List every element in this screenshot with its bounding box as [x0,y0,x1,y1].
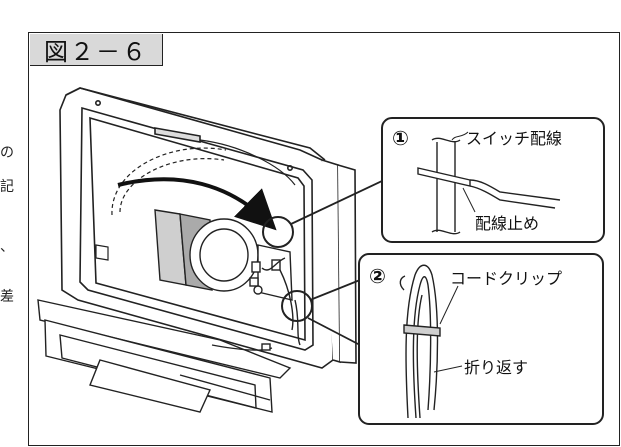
leader-line-1 [290,179,385,225]
label-switch-wiring: スイッチ配線 [466,129,563,148]
direction-arrow [117,177,277,231]
inner-arc [199,139,296,186]
margin-char-1: の [0,145,14,161]
label-fold-back: 折り返す [464,358,529,377]
motor-assembly [154,209,301,346]
detail-number-2: ② [369,264,386,288]
margin-char-3: 、 [0,239,14,255]
detail-circle-1 [262,216,294,248]
figure-label: 図２－６ [30,34,163,66]
leader-line-2b [307,317,361,346]
detail-number-1: ① [392,126,409,150]
callout-box-2 [358,253,604,425]
dashed-arc [111,147,227,216]
margin-char-2: 記 [0,179,14,195]
cord-clip-illustration [399,264,463,419]
leader-line-2a [309,279,361,301]
left-bracket [95,244,109,261]
label-cord-clip: コードクリップ [450,269,563,288]
detail-circle-2 [281,290,313,322]
label-wire-stopper: 配線止め [475,214,540,233]
wire-detail-illustration [417,131,561,235]
base-tray [37,299,292,413]
margin-char-4: 差 [0,289,14,305]
